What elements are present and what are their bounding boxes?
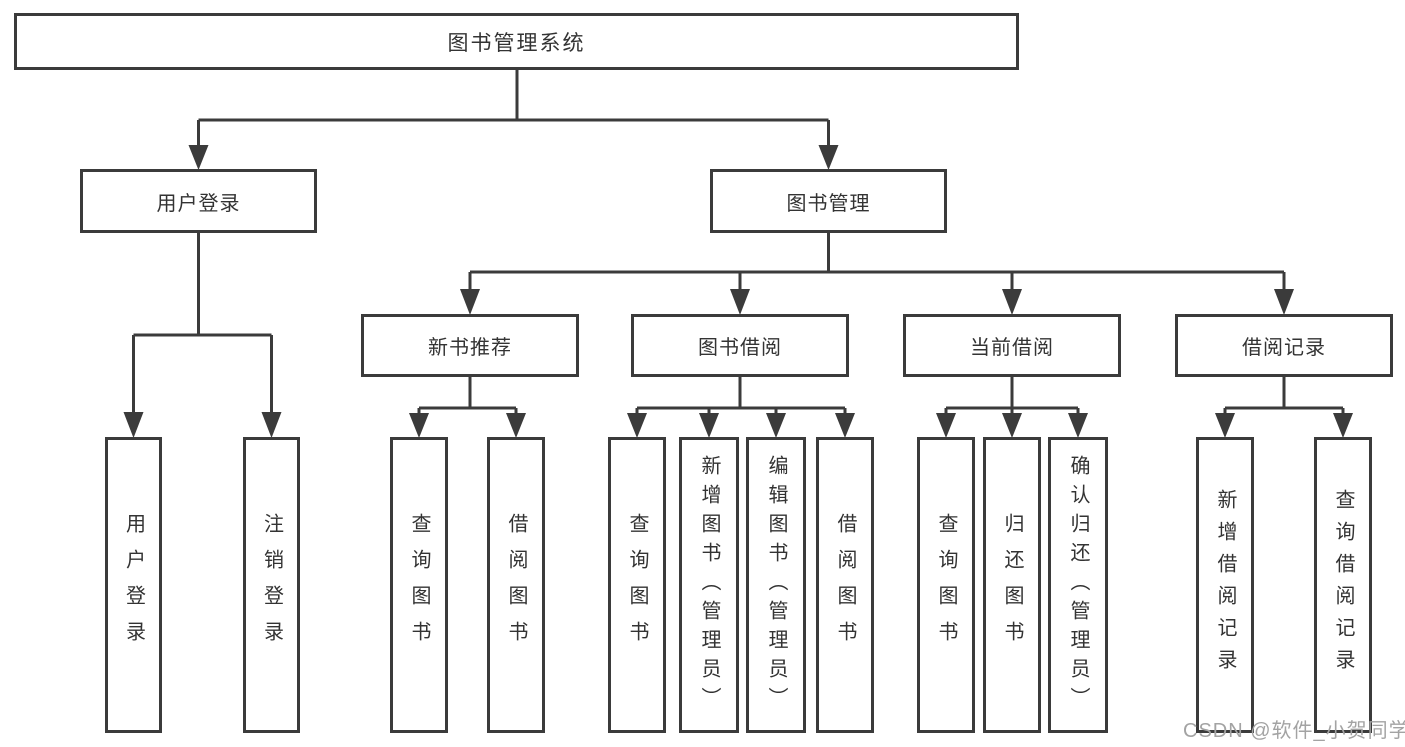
- connector-book-mgmt-children: [468, 233, 1286, 290]
- connector-user-login-children: [132, 233, 273, 413]
- arrowhead: [409, 413, 429, 438]
- leaf-query-borrow-record-label: 查询借阅记录: [1332, 489, 1354, 681]
- arrowhead: [1215, 413, 1235, 438]
- connector-book-borrow-children: [635, 377, 847, 414]
- node-user-login-label: 用户登录: [156, 192, 241, 215]
- arrowhead: [460, 289, 480, 315]
- node-user-login: 用户登录: [80, 169, 317, 233]
- arrowhead: [627, 413, 647, 438]
- arrowhead: [188, 145, 209, 170]
- leaf-query-books-2: 查询图书: [608, 437, 666, 733]
- node-new-book-rec-label: 新书推荐: [428, 337, 512, 359]
- node-book-borrow: 图书借阅: [631, 314, 849, 377]
- leaf-add-borrow-record-label: 新增借阅记录: [1214, 489, 1236, 681]
- node-borrow-record-label: 借阅记录: [1242, 337, 1326, 359]
- leaf-edit-book-admin: 编辑图书（管理员）: [746, 437, 806, 733]
- leaf-return-book-label: 归还图书: [1001, 513, 1023, 657]
- arrowhead: [1002, 289, 1022, 315]
- node-book-borrow-label: 图书借阅: [698, 337, 782, 359]
- leaf-add-book-admin-label: 新增图书（管理员）: [698, 454, 720, 716]
- node-current-borrow: 当前借阅: [903, 314, 1121, 377]
- node-borrow-record: 借阅记录: [1175, 314, 1393, 377]
- csdn-watermark: CSDN @软件_小贺同学: [1183, 720, 1405, 742]
- arrowhead: [506, 413, 526, 438]
- leaf-borrow-books-2: 借阅图书: [816, 437, 874, 733]
- node-book-mgmt-label: 图书管理: [786, 192, 871, 215]
- arrowhead: [1068, 413, 1088, 438]
- leaf-query-borrow-record: 查询借阅记录: [1314, 437, 1372, 733]
- arrowhead: [766, 413, 786, 438]
- connector-borrow-record-children: [1223, 377, 1345, 414]
- leaf-query-books-2-label: 查询图书: [626, 513, 648, 657]
- leaf-return-book: 归还图书: [983, 437, 1041, 733]
- arrowhead: [1333, 413, 1353, 438]
- node-current-borrow-label: 当前借阅: [970, 337, 1054, 359]
- arrowhead: [261, 412, 282, 438]
- leaf-logout-label: 注销登录: [260, 513, 283, 657]
- leaf-logout: 注销登录: [243, 437, 300, 733]
- arrowhead: [123, 412, 144, 438]
- node-root-label: 图书管理系统: [447, 31, 586, 55]
- node-new-book-rec: 新书推荐: [361, 314, 579, 377]
- arrowhead: [1002, 413, 1022, 438]
- leaf-borrow-books-1-label: 借阅图书: [505, 513, 527, 657]
- leaf-query-books-1: 查询图书: [390, 437, 448, 733]
- node-root: 图书管理系统: [14, 13, 1019, 70]
- leaf-add-borrow-record: 新增借阅记录: [1196, 437, 1254, 733]
- arrowhead: [699, 413, 719, 438]
- arrowhead: [818, 145, 839, 170]
- connector-new-book-rec-children: [417, 377, 518, 414]
- arrowhead: [730, 289, 750, 315]
- leaf-borrow-books-2-label: 借阅图书: [834, 513, 856, 657]
- arrowhead: [1274, 289, 1294, 315]
- arrowhead: [936, 413, 956, 438]
- leaf-query-books-3-label: 查询图书: [935, 513, 957, 657]
- leaf-query-books-1-label: 查询图书: [408, 513, 430, 657]
- leaf-confirm-return-admin-label: 确认归还（管理员）: [1067, 454, 1089, 716]
- arrowhead: [835, 413, 855, 438]
- node-book-mgmt: 图书管理: [710, 169, 947, 233]
- leaf-user-login-label: 用户登录: [122, 513, 145, 657]
- leaf-user-login: 用户登录: [105, 437, 162, 733]
- leaf-edit-book-admin-label: 编辑图书（管理员）: [765, 454, 787, 716]
- leaf-query-books-3: 查询图书: [917, 437, 975, 733]
- connector-current-borrow-children: [944, 377, 1080, 414]
- leaf-confirm-return-admin: 确认归还（管理员）: [1048, 437, 1108, 733]
- leaf-add-book-admin: 新增图书（管理员）: [679, 437, 739, 733]
- leaf-borrow-books-1: 借阅图书: [487, 437, 545, 733]
- connector-root-to-level2: [197, 68, 830, 146]
